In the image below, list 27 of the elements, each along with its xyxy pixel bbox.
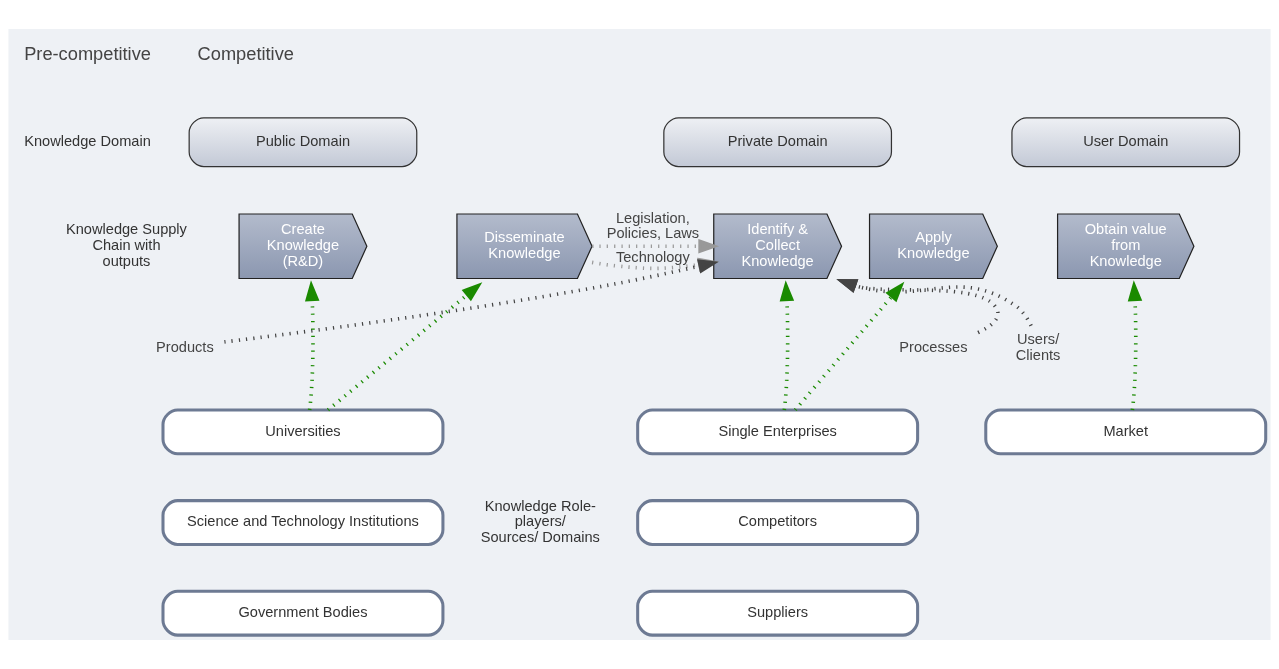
arrow xyxy=(793,281,905,412)
arrow xyxy=(779,280,795,411)
node-box: Single Enterprises xyxy=(636,408,920,456)
arrow xyxy=(592,239,720,254)
node-box: Market xyxy=(984,408,1268,456)
edge-label: Technology xyxy=(615,248,690,265)
arrow xyxy=(836,279,1033,327)
node-text: Users/ Clients xyxy=(1015,330,1061,363)
label: Knowledge Role-players/ Sources/ Domains xyxy=(480,497,600,546)
node-box: Suppliers xyxy=(636,589,920,637)
node-box: Private Domain xyxy=(663,117,893,168)
arrow xyxy=(304,280,320,411)
label: Knowledge Domain xyxy=(24,132,151,149)
node-box: User Domain xyxy=(1011,117,1241,168)
node-box: Government Bodies xyxy=(161,589,445,637)
node-box: Public Domain xyxy=(188,117,418,168)
arrow xyxy=(326,282,483,412)
node-box: Universities xyxy=(161,408,445,456)
node-text: Products xyxy=(156,338,214,355)
node-text: Processes xyxy=(899,338,968,355)
node-box: Competitors xyxy=(636,499,920,546)
label: Knowledge Supply Chain with outputs xyxy=(66,221,187,269)
arrow xyxy=(1127,280,1143,411)
label: Pre-competitive xyxy=(24,43,151,65)
edge-label: Legislation, Policies, Laws xyxy=(606,209,700,242)
label: Competitive xyxy=(197,43,294,65)
node-box: Science and Technology Institutions xyxy=(161,499,445,546)
